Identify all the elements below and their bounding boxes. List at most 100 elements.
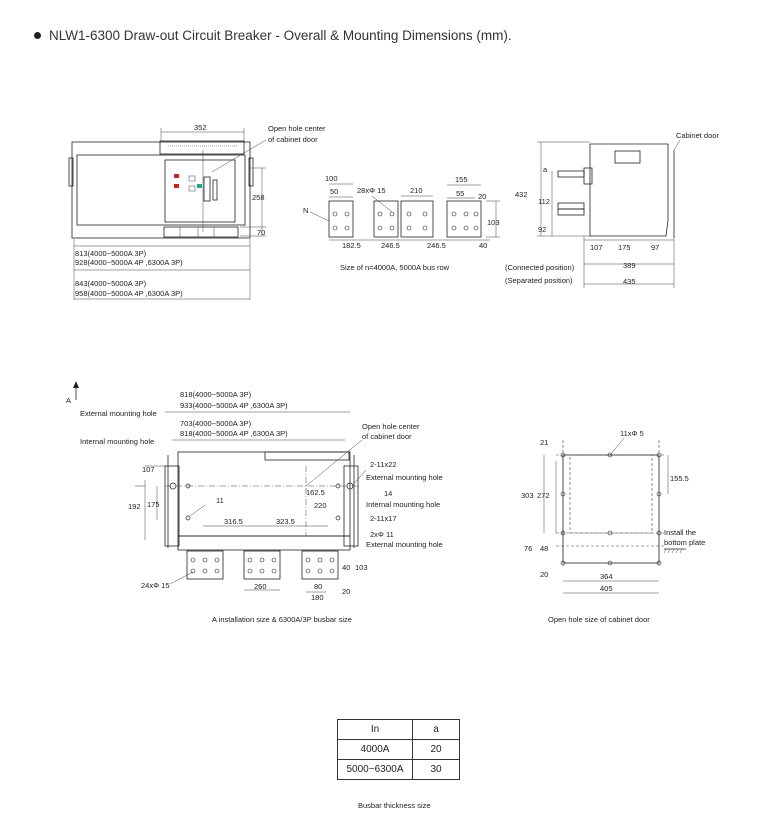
dim-258: 258	[252, 193, 265, 202]
dim-97: 97	[651, 243, 659, 252]
cabinet-door-label: Cabinet door	[676, 131, 719, 140]
bullet-icon	[34, 32, 41, 39]
int-hole-label: Internal mounting hole	[80, 437, 154, 446]
width-843: 843(4000~5000A 3P)	[75, 279, 147, 288]
dim-389: 389	[623, 261, 636, 270]
ext-hole-label: External mounting hole	[80, 409, 157, 418]
width-818: 818(4000~5000A 3P)	[180, 390, 252, 399]
install-view: A 818(4000~5000A 3P) 933(4000~5000A 4P ,…	[66, 381, 443, 624]
table-row: 4000A 20	[337, 739, 460, 760]
busbar-thickness-table: In a 4000A 20 5000~6300A 30	[337, 719, 460, 780]
title-text: NLW1-6300 Draw-out Circuit Breaker - Ove…	[49, 28, 512, 43]
dim-107: 107	[590, 243, 603, 252]
install-caption: A installation size & 6300A/3P busbar si…	[212, 615, 352, 624]
width-958: 958(4000~5000A 4P ,6300A 3P)	[75, 289, 183, 298]
hole-2-11x17: 2-11x17	[370, 514, 397, 523]
open-hole-2: of cabinet door	[362, 432, 412, 441]
dim-55: 55	[456, 189, 464, 198]
dim-246-5-b: 246.5	[427, 241, 446, 250]
cabinet-view: 21 11xΦ 5 303 272 155.5 Install the bott…	[521, 429, 705, 624]
cell-a: 20	[412, 739, 460, 760]
label-n: N	[303, 206, 308, 215]
dim-100: 100	[325, 174, 338, 183]
dim-103: 103	[487, 218, 500, 227]
dim-40: 40	[479, 241, 487, 250]
side-view: Cabinet door 432 a 112 92 107 175 97 389…	[505, 131, 719, 288]
header-in: In	[337, 719, 413, 740]
dim-107-b: 107	[142, 465, 155, 474]
dim-272: 272	[537, 491, 550, 500]
cabinet-caption: Open hole size of cabinet door	[548, 615, 650, 624]
note-open-hole-2: of cabinet door	[268, 135, 318, 144]
dim-103-b: 103	[355, 563, 368, 572]
dim-352: 352	[194, 123, 207, 132]
dim-155: 155	[455, 175, 468, 184]
open-hole-1: Open hole center	[362, 422, 420, 431]
holes-24: 24xΦ 15	[141, 581, 170, 590]
cell-in: 5000~6300A	[337, 759, 413, 780]
dim-323-5: 323.5	[276, 517, 295, 526]
hole-2x11: 2xΦ 11	[370, 530, 394, 539]
dim-303: 303	[521, 491, 534, 500]
dim-175: 175	[618, 243, 631, 252]
dim-40-b: 40	[342, 563, 350, 572]
dim-180: 180	[311, 593, 324, 602]
dim-20: 20	[478, 192, 486, 201]
width-928: 928(4000~5000A 4P ,6300A 3P)	[75, 258, 183, 267]
install-note-1: Install the	[664, 528, 696, 537]
dim-11: 11	[216, 496, 224, 505]
dim-48: 48	[540, 544, 548, 553]
busbar-view: N 100 50 28xΦ 15 210 155 55 20 103 182.5…	[303, 174, 500, 272]
hole-2-11x22: 2-11x22	[370, 460, 397, 469]
dim-175-b: 175	[147, 500, 160, 509]
holes-28: 28xΦ 15	[357, 186, 386, 195]
dim-182-5: 182.5	[342, 241, 361, 250]
width-818b: 818(4000~5000A 4P ,6300A 3P)	[180, 429, 288, 438]
width-933: 933(4000~5000A 4P ,6300A 3P)	[180, 401, 288, 410]
ext-hole-label-2: External mounting hole	[366, 473, 443, 482]
holes-11: 11xΦ 5	[620, 429, 644, 438]
dim-21: 21	[540, 438, 548, 447]
dim-260: 260	[254, 582, 267, 591]
dim-435: 435	[623, 277, 636, 286]
front-view: 352 Open hole center of cabinet door 258…	[68, 123, 326, 300]
dim-220: 220	[314, 501, 327, 510]
install-note-2: bottom plate	[664, 538, 705, 547]
dim-246-5-a: 246.5	[381, 241, 400, 250]
table-header-row: In a	[337, 719, 460, 740]
dim-192: 192	[128, 502, 141, 511]
dim-405: 405	[600, 584, 613, 593]
label-a: a	[543, 165, 548, 174]
note-open-hole-1: Open hole center	[268, 124, 326, 133]
width-703: 703(4000~5000A 3P)	[180, 419, 252, 428]
header-a: a	[412, 719, 460, 740]
busbar-caption: Size of n=4000A, 5000A bus row	[340, 263, 450, 272]
page-title: NLW1-6300 Draw-out Circuit Breaker - Ove…	[34, 28, 512, 43]
table-row: 5000~6300A 30	[337, 759, 460, 780]
dim-50: 50	[330, 187, 338, 196]
dim-20-c: 20	[540, 570, 548, 579]
dim-14: 14	[384, 489, 392, 498]
dim-20-b: 20	[342, 587, 350, 596]
dim-155-5: 155.5	[670, 474, 689, 483]
dim-80: 80	[314, 582, 322, 591]
connected-label: (Connected position)	[505, 263, 575, 272]
dim-112: 112	[538, 197, 550, 206]
dim-92: 92	[538, 225, 546, 234]
dim-364: 364	[600, 572, 613, 581]
dim-76: 76	[524, 544, 532, 553]
dim-162-5: 162.5	[306, 488, 325, 497]
dim-432: 432	[515, 190, 528, 199]
label-a-arrow: A	[66, 396, 71, 405]
ext-hole-label-3: External mounting hole	[366, 540, 443, 549]
separated-label: (Separated position)	[505, 276, 573, 285]
table-caption: Busbar thickness size	[358, 801, 431, 810]
int-hole-label-2: Internal mounting hole	[366, 500, 440, 509]
dim-70: 70	[257, 228, 265, 237]
dim-316-5: 316.5	[224, 517, 243, 526]
dim-210: 210	[410, 186, 423, 195]
cell-in: 4000A	[337, 739, 413, 760]
cell-a: 30	[412, 759, 460, 780]
width-813: 813(4000~5000A 3P)	[75, 249, 147, 258]
